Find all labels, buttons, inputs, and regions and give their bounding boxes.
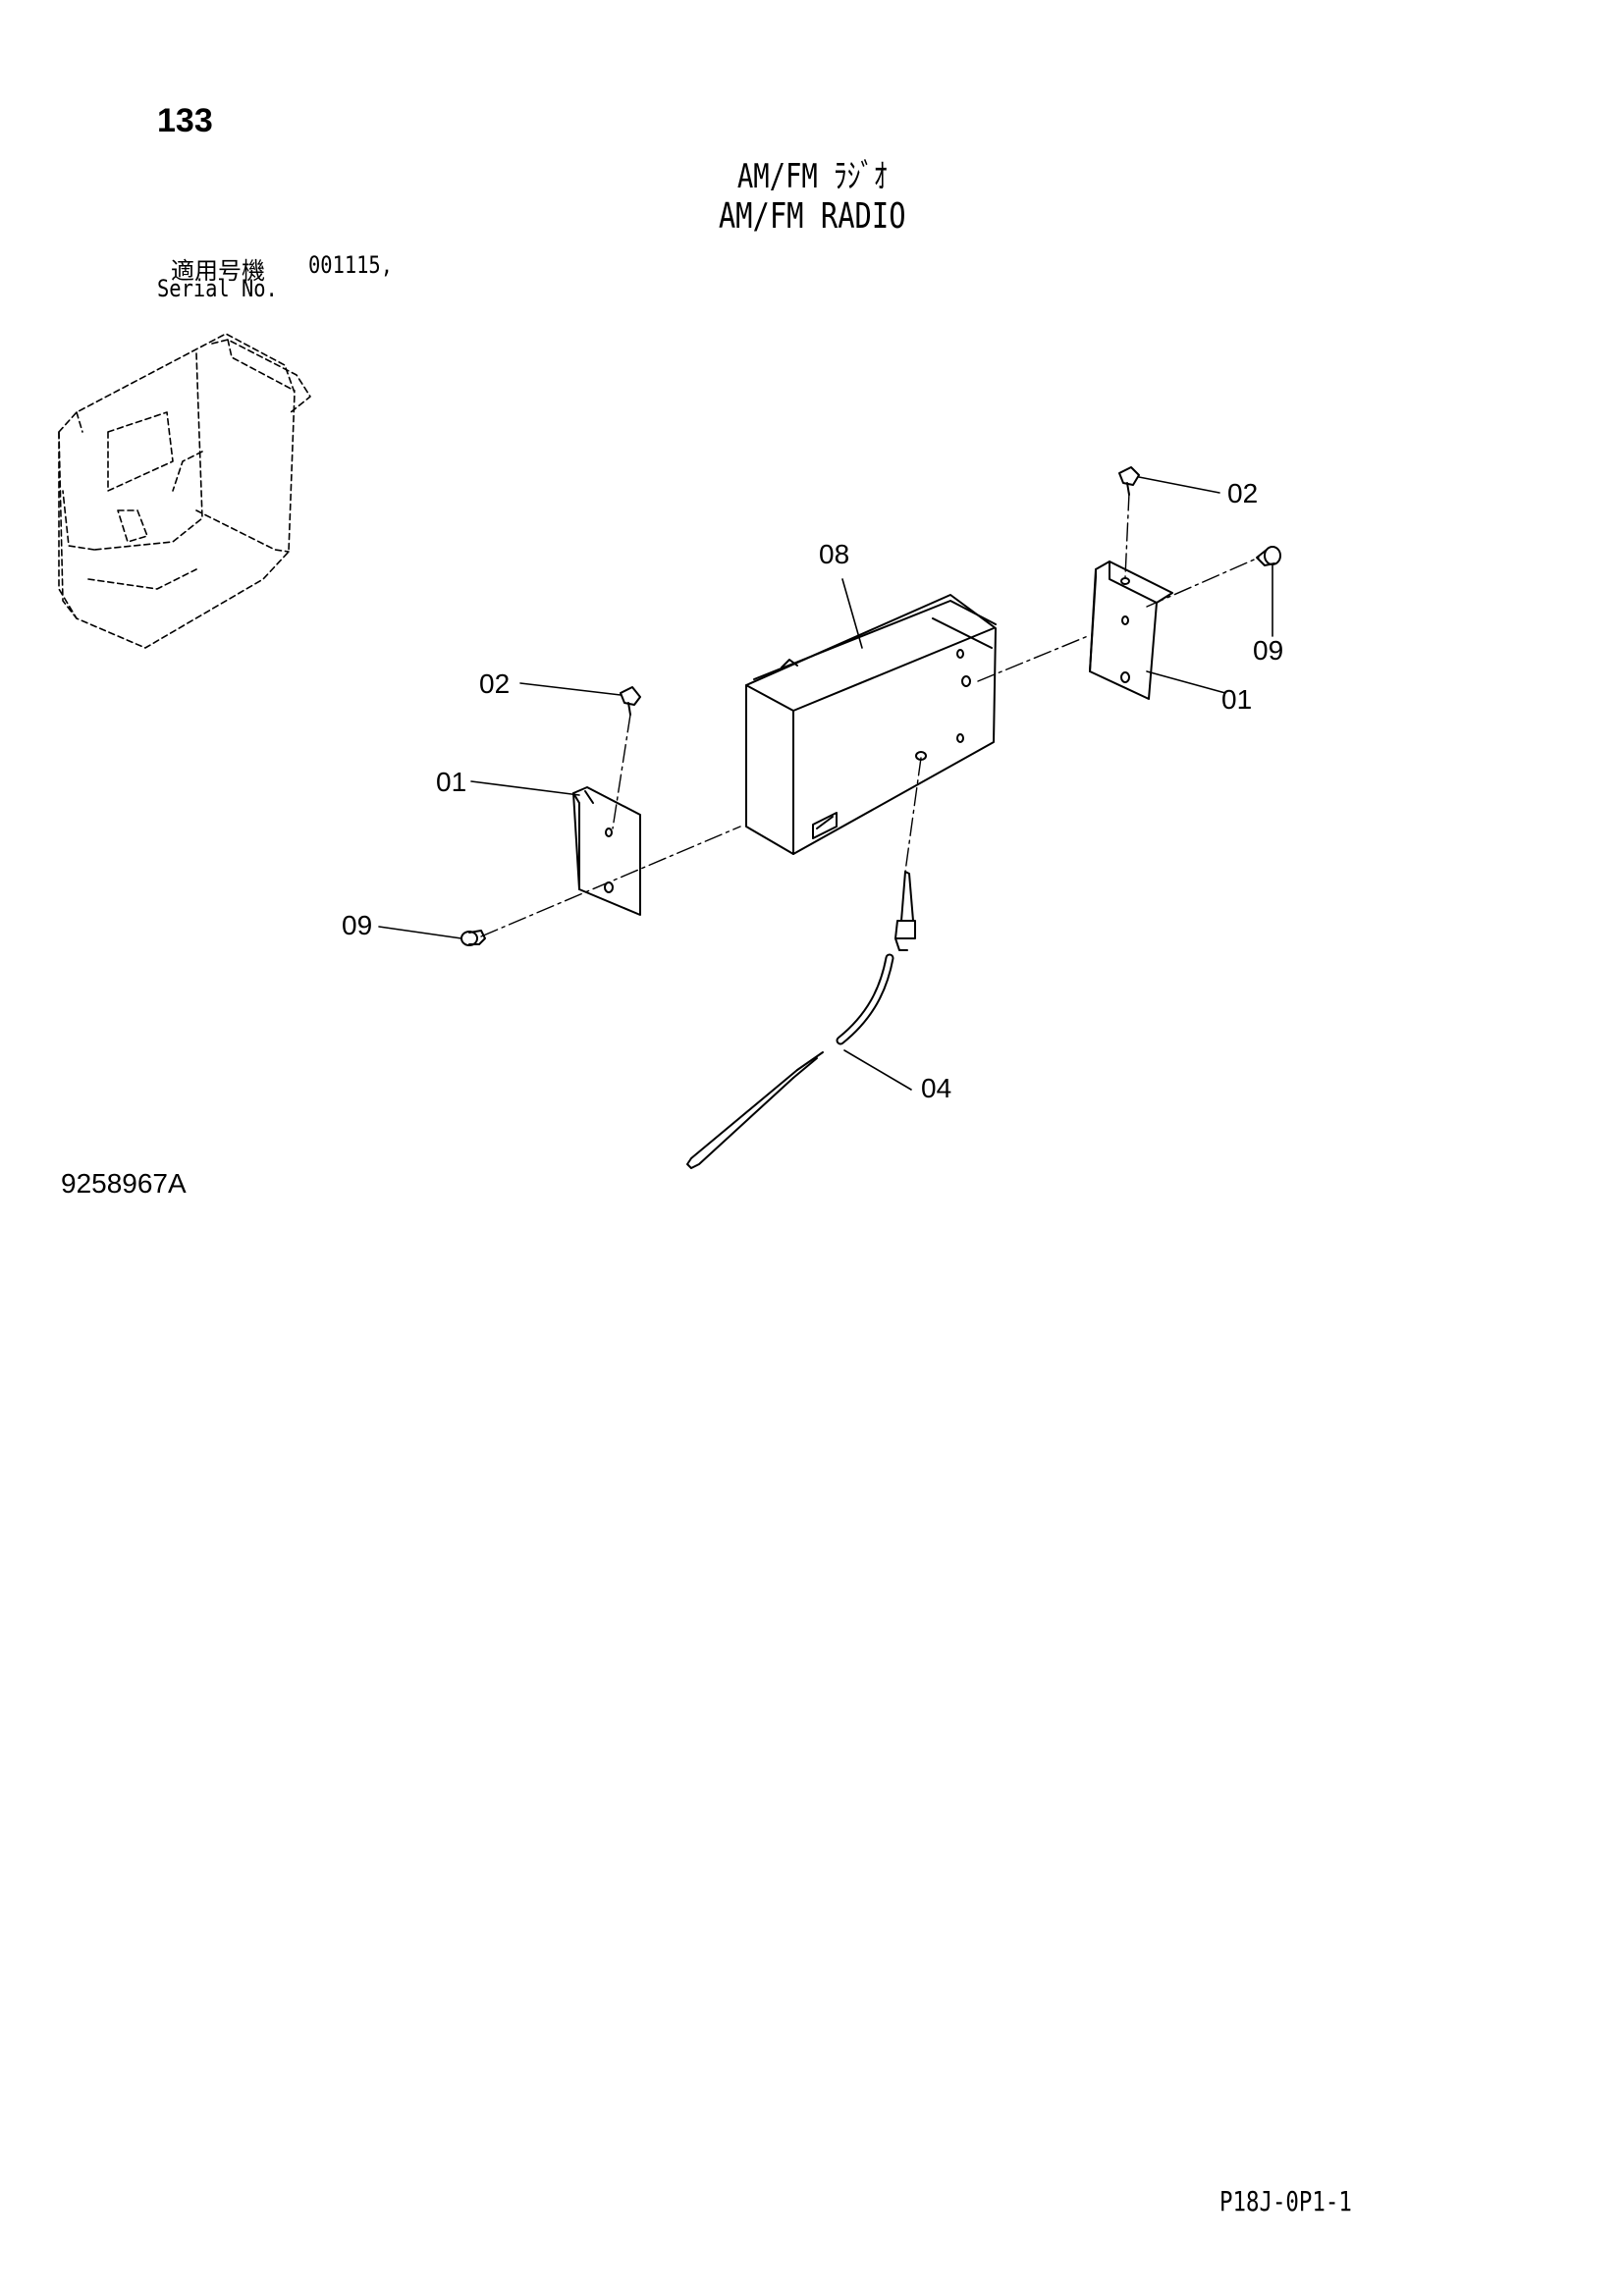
screw-part-09-left	[460, 930, 486, 946]
screw-part-02-left	[620, 686, 641, 716]
page-code: P18J-0P1-1	[1219, 2185, 1352, 2217]
drawing-number: 9258967A	[61, 1168, 187, 1199]
callout-01-left: 01	[436, 767, 466, 797]
callout-09-right: 09	[1253, 635, 1283, 666]
left-bracket-part-01	[572, 786, 641, 916]
callout-04: 04	[921, 1073, 951, 1103]
callout-09-left: 09	[342, 910, 372, 940]
callout-02-left: 02	[479, 668, 510, 699]
right-bracket-part-01	[1089, 561, 1173, 700]
callout-02-right: 02	[1227, 478, 1258, 508]
callout-labels: 02 08 09 01 02 01 09 04	[342, 478, 1283, 1103]
antenna-cable-part-04	[686, 871, 916, 1169]
title-english: AM/FM RADIO	[718, 196, 906, 237]
serial-number-value: 001115,	[308, 251, 393, 279]
radio-housing-part-08	[745, 594, 997, 855]
title-japanese: AM/FM ﾗｼﾞｵ	[736, 157, 888, 196]
alignment-lines	[480, 492, 1260, 937]
cab-locator-view	[58, 333, 311, 649]
serial-label-english: Serial No.	[157, 275, 278, 302]
screw-part-09-right	[1256, 546, 1281, 566]
leader-lines	[378, 476, 1273, 1091]
screw-part-02-top-right	[1118, 466, 1140, 496]
serial-label-japanese: 適用号機	[171, 257, 265, 285]
page-number: 133	[157, 102, 213, 139]
callout-01-right: 01	[1221, 684, 1252, 715]
callout-08: 08	[819, 539, 849, 569]
